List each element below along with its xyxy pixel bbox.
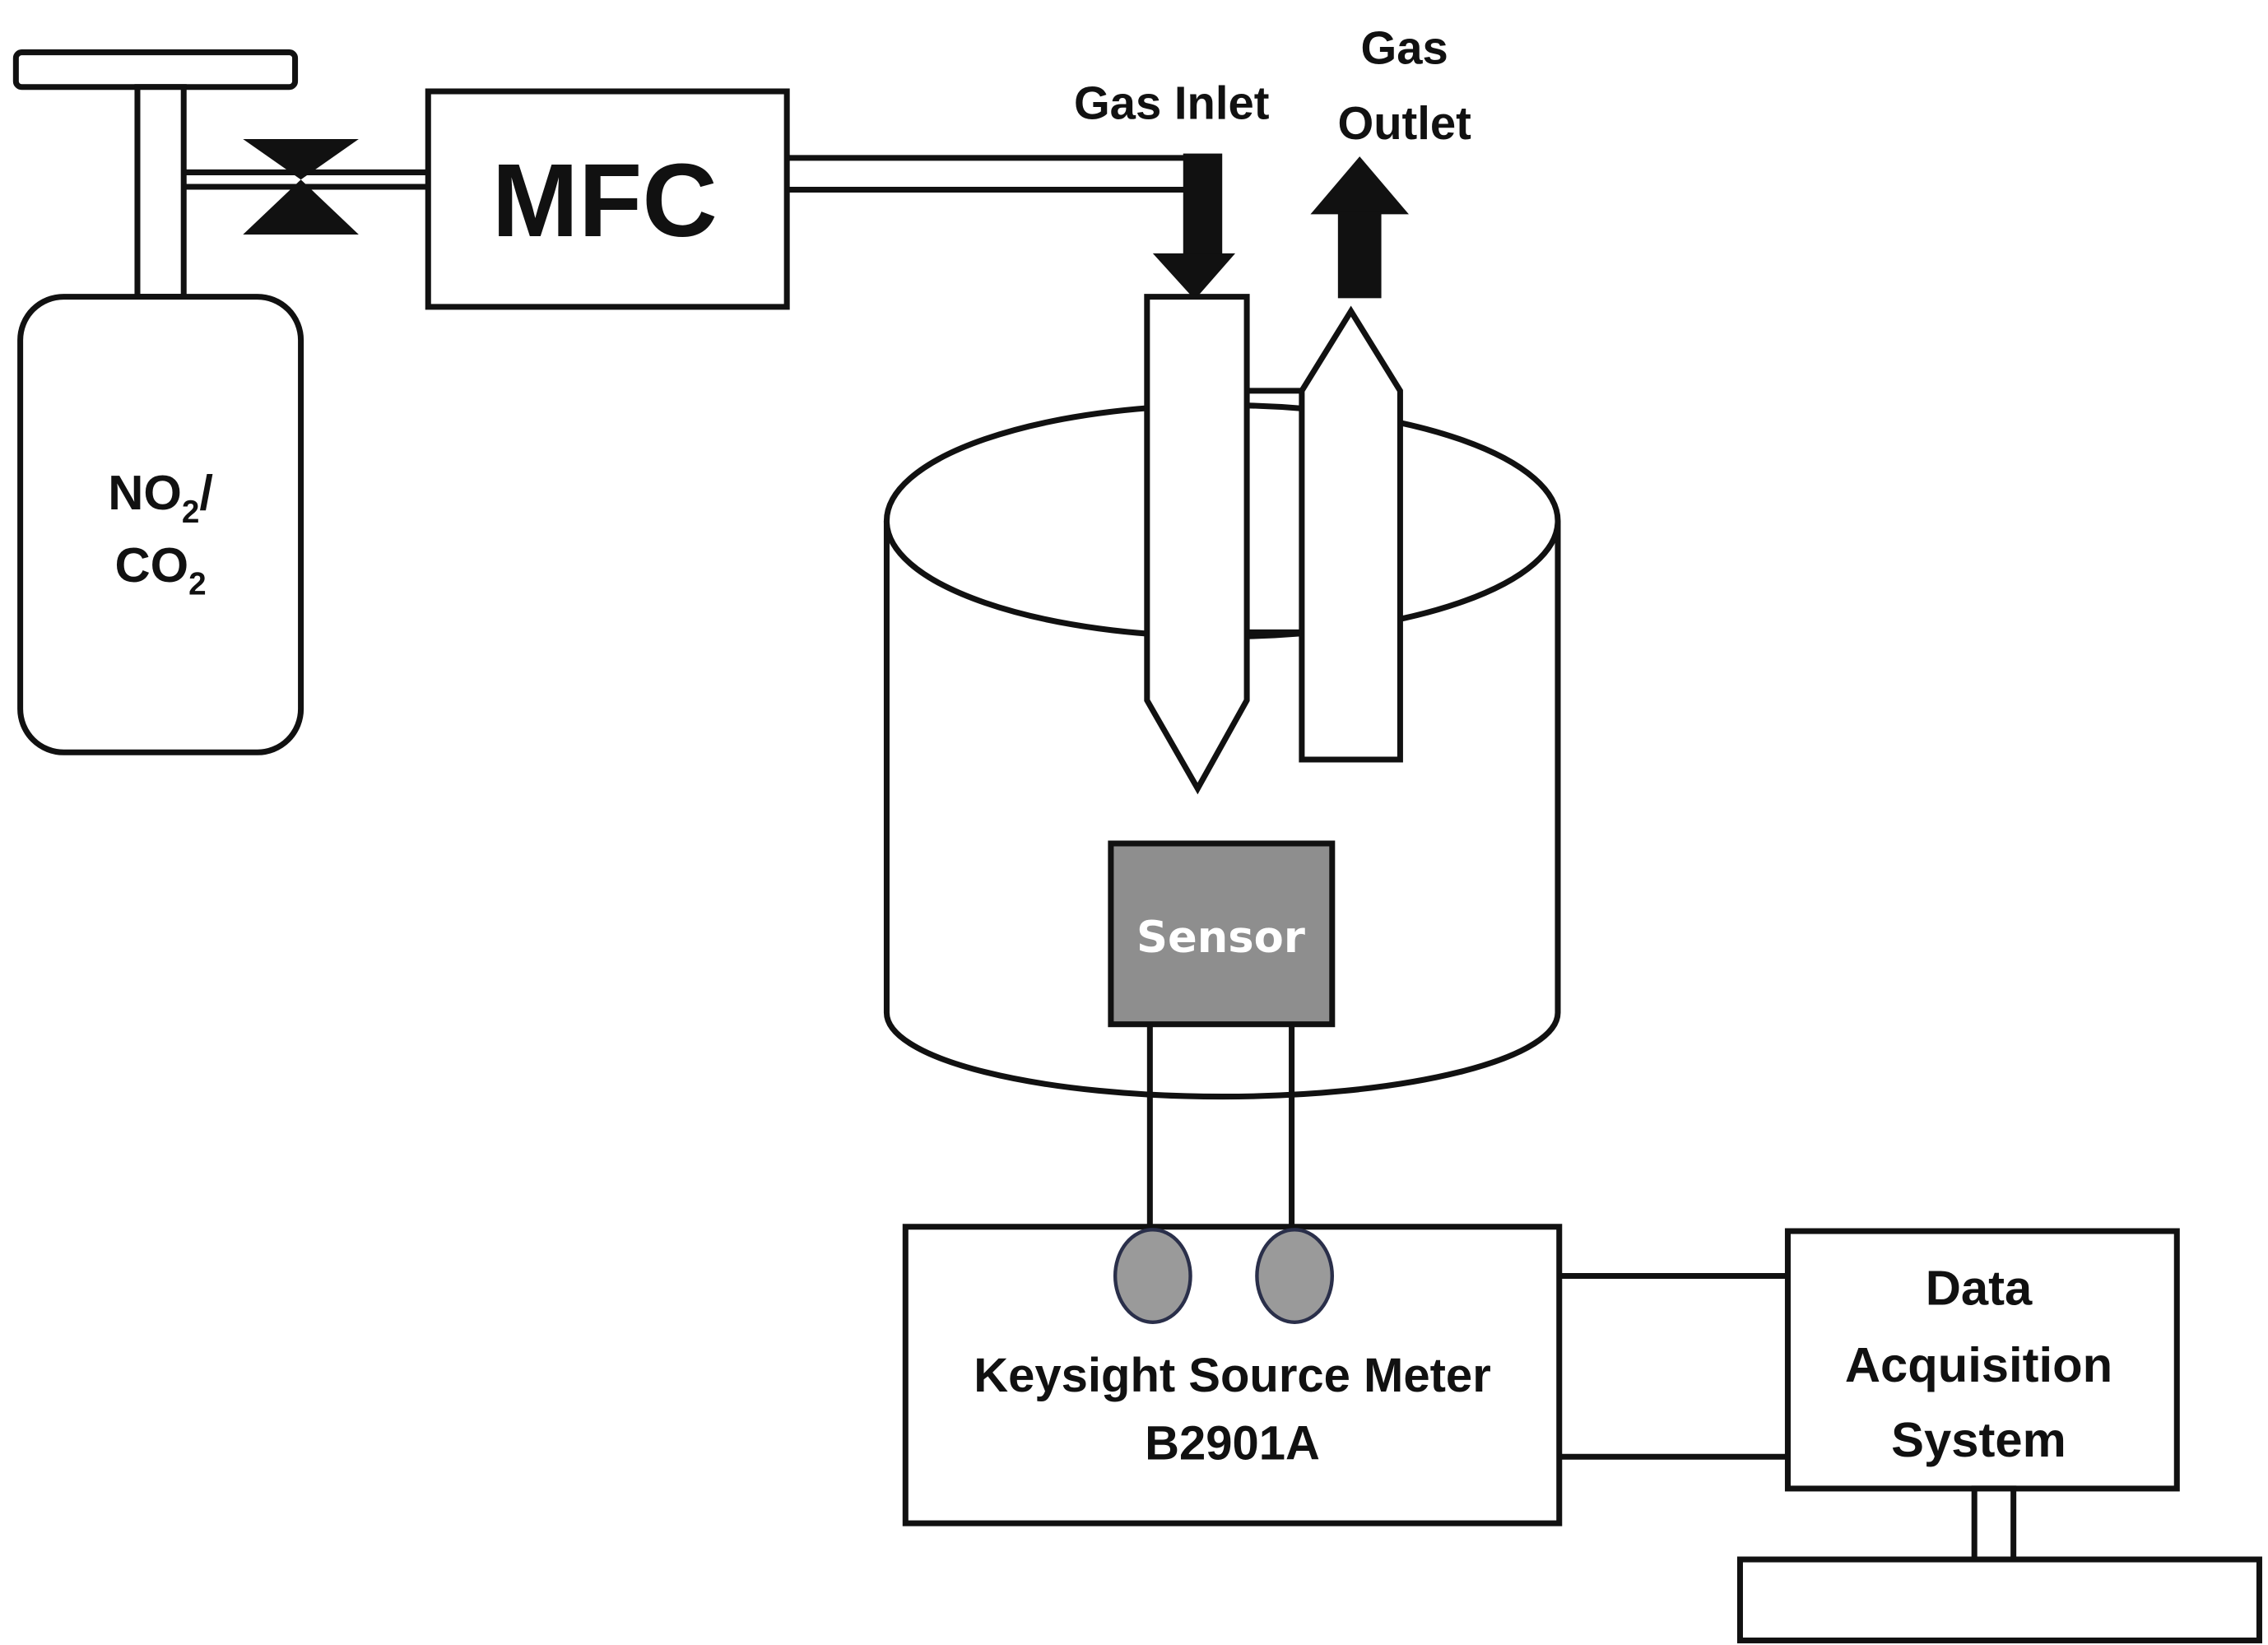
gas-cylinder: NO2/ CO2: [12, 49, 304, 755]
monitor-base: [1736, 1556, 2262, 1643]
data-acquisition-system: Data Acquisition System: [1736, 1228, 2262, 1643]
gas-inlet-arrow-icon: [1152, 153, 1236, 300]
source-meter-label-line2: B2901A: [1145, 1417, 1320, 1471]
pipe-mfc-to-inlet: [787, 155, 1187, 193]
source-meter-label-line1: Keysight Source Meter: [974, 1349, 1491, 1402]
terminal-knob-left: [1113, 1228, 1192, 1324]
terminal-knob-right: [1255, 1228, 1334, 1324]
source-meter: Keysight Source Meter B2901A: [902, 1224, 1563, 1527]
meter-to-daq-cables: [1559, 1273, 1788, 1460]
cylinder-stem: [134, 84, 187, 300]
inlet-tube: [1144, 294, 1250, 795]
gas-inlet-label: Gas Inlet: [1074, 77, 1270, 128]
monitor-stand: [1971, 1485, 2017, 1563]
gas-outlet-arrow-icon: [1310, 156, 1409, 299]
daq-label-line1: Data: [1926, 1261, 2033, 1316]
gas-outlet-label-line1: Gas: [1361, 22, 1448, 74]
cylinder-body: [17, 294, 304, 755]
sensor-wires: [1146, 1024, 1295, 1230]
mfc-box: MFC: [425, 88, 790, 310]
mfc-label: MFC: [492, 142, 718, 258]
sensor-label: Sensor: [1136, 913, 1305, 963]
sensor: Sensor: [1108, 840, 1336, 1028]
valve-icon: [243, 139, 359, 235]
daq-label-line2: Acquisition: [1845, 1337, 2112, 1392]
daq-label-line3: System: [1891, 1412, 2066, 1467]
cylinder-label-line1: NO2/: [108, 465, 213, 530]
outlet-tube: [1299, 305, 1403, 763]
cylinder-valve-handle: [12, 49, 299, 91]
gas-outlet-label-line2: Outlet: [1337, 97, 1471, 149]
cylinder-label-line2: CO2: [115, 537, 207, 602]
